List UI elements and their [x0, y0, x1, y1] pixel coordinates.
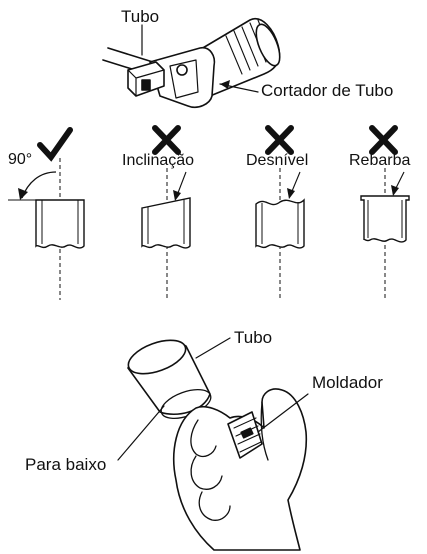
cut-example-inclinacao — [141, 168, 191, 300]
tube-label-bottom: Tubo — [234, 328, 273, 347]
direction-label: Para baixo — [25, 455, 107, 474]
inclinacao-label: Inclinação — [122, 152, 195, 169]
shaper-illustration — [117, 337, 309, 551]
hand — [173, 388, 308, 551]
angle-arrowhead — [18, 188, 28, 200]
cutter-body — [149, 46, 216, 109]
shaper-label: Moldador — [312, 373, 383, 392]
cross-icon — [369, 125, 398, 155]
tube-short — [127, 339, 212, 420]
down-direction-leader — [117, 405, 165, 461]
cut-example-desnivel — [255, 168, 305, 300]
tube-label-top: Tubo — [121, 7, 160, 26]
shaper-leader-line — [257, 393, 309, 433]
cut-example-90 — [8, 158, 85, 300]
tube-leader-line-bottom — [195, 337, 231, 359]
desnivel-label: Desnível — [246, 152, 309, 169]
cross-icon — [265, 125, 294, 155]
shaper-tool — [227, 411, 263, 459]
rebarba-label: Rebarba — [349, 152, 411, 169]
cutter-rollers — [127, 61, 165, 97]
cross-icon — [152, 125, 181, 155]
check-icon — [37, 127, 73, 162]
cutter-label: Cortador de Tubo — [261, 81, 394, 100]
tube-cutter-illustration — [102, 17, 281, 109]
cutter-handle — [195, 17, 281, 97]
verdict-marks — [37, 125, 398, 162]
cutter-arrowhead — [220, 80, 230, 89]
cut-example-rebarba — [360, 168, 410, 300]
angle-arc — [21, 171, 57, 199]
angle-90-label: 90° — [8, 151, 33, 168]
